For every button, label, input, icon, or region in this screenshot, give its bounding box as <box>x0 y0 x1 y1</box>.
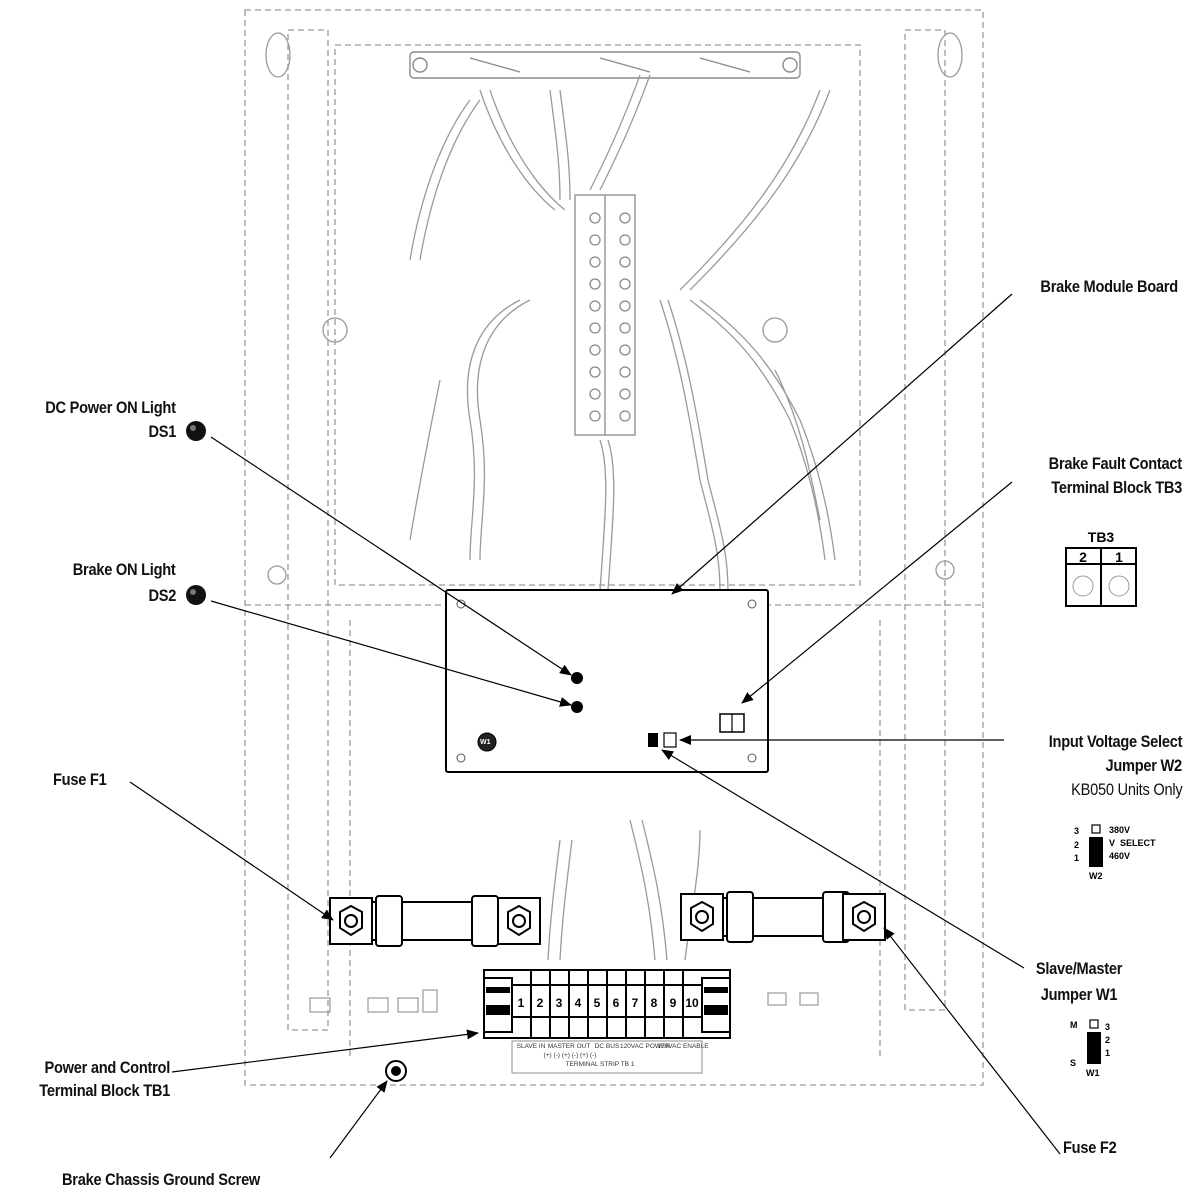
central-terminal-block <box>574 194 636 436</box>
tb1-polarity-row: (+) (-) (+) (-) (+) (-) <box>544 1052 597 1059</box>
w2-on-board <box>648 733 658 747</box>
board-round-component <box>477 732 497 752</box>
leader-ds2 <box>210 600 572 707</box>
w1-name: W1 <box>1086 1068 1100 1078</box>
label-power-and-control: Power and Control <box>44 1058 170 1077</box>
leader-ds1 <box>210 436 572 676</box>
label-terminal-block-tb1: Terminal Block TB1 <box>39 1081 170 1100</box>
tb1-group-master-out: MASTER OUT <box>548 1043 591 1050</box>
tb1-dividers <box>530 970 684 1038</box>
leader-brake-module-board <box>671 293 1013 595</box>
tb1-terminal-8: 8 <box>651 996 658 1010</box>
tb1-ends <box>486 987 728 1015</box>
ds1-indicator-dot <box>186 421 206 441</box>
fuse-f1 <box>329 895 541 947</box>
tb1-group-slave-in: SLAVE IN <box>517 1043 546 1050</box>
tb3-terminal-1: 1 <box>1115 549 1123 565</box>
board-corner-holes <box>456 599 757 763</box>
w1-label-m: M <box>1070 1020 1078 1030</box>
label-dc-power-on-light: DC Power ON Light <box>45 398 177 417</box>
enclosure-mounting-holes <box>265 32 963 585</box>
label-ds1: DS1 <box>148 422 176 441</box>
tb1-terminal-5: 5 <box>594 996 601 1010</box>
label-jumper-w1: Jumper W1 <box>1040 985 1118 1004</box>
label-fuse-f1: Fuse F1 <box>53 770 107 789</box>
lower-left-components <box>309 989 819 1013</box>
label-input-voltage-select: Input Voltage Select <box>1048 732 1183 751</box>
label-jumper-w2: Jumper W2 <box>1105 756 1183 775</box>
tb1-terminal-3: 3 <box>556 996 563 1010</box>
w2-name: W2 <box>1089 871 1103 881</box>
w2-pin-2: 2 <box>1074 840 1079 850</box>
top-bus-bar <box>409 51 801 79</box>
tb1-terminal-7: 7 <box>632 996 639 1010</box>
w2-detail <box>1089 824 1103 867</box>
leader-ground-screw <box>329 1080 388 1159</box>
label-brake-fault-contact: Brake Fault Contact <box>1048 454 1182 473</box>
tb3-terminal-2: 2 <box>1079 549 1087 565</box>
fuse-f2 <box>680 891 886 943</box>
tb3-detail-title: TB3 <box>1088 529 1115 545</box>
w1-label-s: S <box>1070 1058 1076 1068</box>
leader-fuse-f2 <box>883 927 1061 1155</box>
tb1-caption: TERMINAL STRIP TB 1 <box>566 1061 635 1068</box>
label-brake-on-light: Brake ON Light <box>73 560 176 579</box>
tb3-detail <box>1065 547 1137 607</box>
tb1-legend-frame <box>511 1040 703 1074</box>
tb1-terminal-numbers: 1 2 3 4 5 6 7 8 9 10 <box>518 996 699 1010</box>
w2-label-vselect: V SELECT <box>1109 838 1156 848</box>
label-brake-module-board: Brake Module Board <box>1040 277 1178 296</box>
label-slave-master: Slave/Master <box>1035 959 1123 978</box>
tb3-detail-labels: TB3 2 1 <box>1079 529 1123 565</box>
tb1-terminal-6: 6 <box>613 996 620 1010</box>
w1-detail <box>1087 1019 1101 1064</box>
w1-pin-3: 3 <box>1105 1022 1110 1032</box>
tb1-terminal-4: 4 <box>575 996 582 1010</box>
enclosure-background <box>244 9 984 1086</box>
ds1-led-on-board <box>571 672 583 684</box>
leader-w1 <box>661 749 1025 969</box>
leader-tb1 <box>171 1029 479 1073</box>
background-wiring <box>409 74 836 961</box>
label-terminal-block-tb3: Terminal Block TB3 <box>1051 478 1182 497</box>
w1-pin-1: 1 <box>1105 1048 1110 1058</box>
label-ground-screw: Brake Chassis Ground Screw <box>62 1170 261 1189</box>
leader-tb3 <box>741 481 1013 704</box>
tb1-group-120vac-enable: 120VAC ENABLE <box>657 1043 709 1050</box>
ground-screw <box>385 1060 407 1082</box>
w2-label-380v: 380V <box>1109 825 1130 835</box>
label-ds2: DS2 <box>148 586 176 605</box>
w2-pin-1: 1 <box>1074 853 1079 863</box>
tb1-terminal-1: 1 <box>518 996 525 1010</box>
w1-detail-labels: M S 3 2 1 W1 <box>1070 1020 1110 1078</box>
w1-on-board <box>663 732 677 748</box>
leader-lines <box>129 293 1061 1159</box>
tb1-legend: SLAVE IN MASTER OUT DC BUS 120VAC POWER … <box>517 1043 710 1068</box>
label-fuse-f2: Fuse F2 <box>1063 1138 1117 1157</box>
w2-pin-3: 3 <box>1074 826 1079 836</box>
w2-label-460v: 460V <box>1109 851 1130 861</box>
label-kb050-units-only: KB050 Units Only <box>1070 780 1183 799</box>
tb1-group-dc-bus: DC BUS <box>595 1043 620 1050</box>
ds2-indicator-dot <box>186 585 206 605</box>
tb1-terminal-2: 2 <box>537 996 544 1010</box>
tb1-group-120vac-power: 120VAC POWER <box>620 1043 670 1050</box>
w1-pin-2: 2 <box>1105 1035 1110 1045</box>
w2-detail-labels: 3 2 1 380V V SELECT 460V W2 <box>1074 825 1156 881</box>
leader-fuse-f1 <box>129 781 334 921</box>
tb1-terminal-9: 9 <box>670 996 677 1010</box>
tb1-terminal-10: 10 <box>685 996 699 1010</box>
ds2-led-on-board <box>571 701 583 713</box>
board-corner-mark: W1 <box>480 739 491 746</box>
